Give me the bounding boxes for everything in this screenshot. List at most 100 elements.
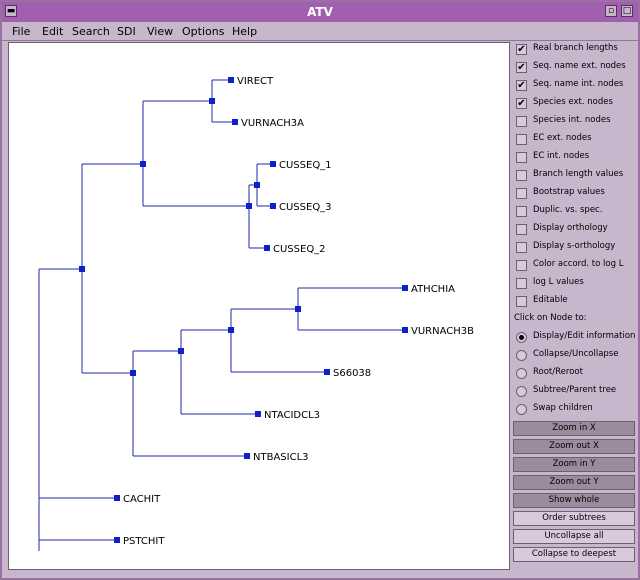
menu-bar: File Edit Search SDI View Options Help	[2, 22, 638, 41]
option-label: log L values	[533, 277, 584, 287]
leaf-label[interactable]: S66038	[333, 368, 371, 379]
option-color-log-l[interactable]: Color accord. to log L	[516, 258, 638, 274]
option-branch-length-values[interactable]: Branch length values	[516, 168, 638, 184]
option-label: Branch length values	[533, 169, 624, 179]
option-label: Real branch lengths	[533, 43, 618, 53]
tree-node	[140, 161, 146, 167]
leaf-label[interactable]: VIRECT	[237, 76, 274, 87]
option-label: EC int. nodes	[533, 151, 590, 161]
zoom-in-x-button[interactable]: Zoom in X	[513, 421, 635, 436]
checkbox[interactable]: ✔	[516, 44, 527, 55]
menu-view[interactable]: View	[147, 25, 174, 38]
option-duplic-vs-spec[interactable]: Duplic. vs. spec.	[516, 204, 638, 220]
radio-button[interactable]	[516, 332, 527, 343]
action-subtree-parent[interactable]: Subtree/Parent tree	[516, 384, 638, 400]
option-label: Species ext. nodes	[533, 97, 613, 107]
menu-sdi[interactable]: SDI	[117, 25, 136, 38]
leaf-label[interactable]: PSTCHIT	[123, 536, 165, 547]
leaf-label[interactable]: CUSSEQ_3	[279, 202, 332, 213]
control-panel: ✔ Real branch lengths ✔Seq. name ext. nod…	[512, 42, 636, 572]
title-bar[interactable]: ▬ ATV ▫ □	[2, 2, 638, 22]
tree-node	[178, 348, 184, 354]
action-label: Display/Edit information	[533, 331, 636, 341]
checkbox[interactable]	[516, 188, 527, 199]
option-real-branch-lengths[interactable]: ✔ Real branch lengths	[516, 42, 638, 58]
zoom-in-y-button[interactable]: Zoom in Y	[513, 457, 635, 472]
option-log-l-values[interactable]: log L values	[516, 276, 638, 292]
checkbox[interactable]	[516, 224, 527, 235]
action-display-edit[interactable]: Display/Edit information	[516, 330, 638, 346]
option-display-s-orthology[interactable]: Display s-orthology	[516, 240, 638, 256]
leaf-label[interactable]: CACHIT	[123, 494, 161, 505]
leaf-label[interactable]: CUSSEQ_2	[273, 244, 326, 255]
phylogenetic-tree[interactable]: VIRECT VURNACH3A CUSSEQ_1 CUSSEQ_3 CUSSE…	[9, 43, 509, 569]
leaf-node	[324, 369, 330, 375]
collapse-to-deepest-button[interactable]: Collapse to deepest	[513, 547, 635, 562]
checkbox[interactable]	[516, 260, 527, 271]
menu-search[interactable]: Search	[72, 25, 110, 38]
show-whole-button[interactable]: Show whole	[513, 493, 635, 508]
leaf-label[interactable]: VURNACH3B	[411, 326, 474, 337]
tree-node	[254, 182, 260, 188]
option-species-int-nodes[interactable]: Species int. nodes	[516, 114, 638, 130]
radio-button[interactable]	[516, 404, 527, 415]
radio-button[interactable]	[516, 386, 527, 397]
order-subtrees-button[interactable]: Order subtrees	[513, 511, 635, 526]
option-label: EC ext. nodes	[533, 133, 592, 143]
option-bootstrap-values[interactable]: Bootstrap values	[516, 186, 638, 202]
checkbox[interactable]	[516, 206, 527, 217]
option-species-ext-nodes[interactable]: ✔ Species ext. nodes	[516, 96, 638, 112]
radio-button[interactable]	[516, 368, 527, 379]
option-ec-ext-nodes[interactable]: EC ext. nodes	[516, 132, 638, 148]
menu-help[interactable]: Help	[232, 25, 258, 38]
uncollapse-all-button[interactable]: Uncollapse all	[513, 529, 635, 544]
menu-file[interactable]: File	[12, 25, 31, 38]
option-seq-name-int-nodes[interactable]: ✔Seq. name int. nodes	[516, 78, 638, 94]
checkbox[interactable]: ✔	[516, 98, 527, 109]
menu-edit[interactable]: Edit	[42, 25, 64, 38]
menu-options[interactable]: Options	[182, 25, 225, 38]
action-label: Subtree/Parent tree	[533, 385, 617, 395]
action-swap-children[interactable]: Swap children	[516, 402, 638, 418]
option-label: Species int. nodes	[533, 115, 611, 125]
tree-node	[209, 98, 215, 104]
minimize-icon[interactable]: ▫	[605, 5, 617, 17]
checkbox[interactable]	[516, 152, 527, 163]
checkbox[interactable]: ✔	[516, 80, 527, 91]
window-title: ATV	[307, 5, 333, 19]
option-editable[interactable]: Editable	[516, 294, 638, 310]
checkbox[interactable]	[516, 242, 527, 253]
leaf-node	[402, 285, 408, 291]
leaf-label[interactable]: NTACIDCL3	[264, 410, 320, 421]
checkbox[interactable]	[516, 296, 527, 307]
tree-node	[246, 203, 252, 209]
action-label: Swap children	[533, 403, 593, 413]
option-label: Bootstrap values	[533, 187, 605, 197]
leaf-label[interactable]: ATHCHIA	[411, 284, 455, 295]
leaf-label[interactable]: VURNACH3A	[241, 118, 304, 129]
checkbox[interactable]	[516, 170, 527, 181]
leaf-node	[228, 77, 234, 83]
option-seq-name-ext-nodes[interactable]: ✔Seq. name ext. nodes	[516, 60, 638, 76]
checkbox[interactable]	[516, 278, 527, 289]
zoom-out-x-button[interactable]: Zoom out X	[513, 439, 635, 454]
action-collapse-uncollapse[interactable]: Collapse/Uncollapse	[516, 348, 638, 364]
radio-button[interactable]	[516, 350, 527, 361]
zoom-out-y-button[interactable]: Zoom out Y	[513, 475, 635, 490]
checkbox[interactable]	[516, 134, 527, 145]
leaf-label[interactable]: CUSSEQ_1	[279, 160, 332, 171]
option-label: Display orthology	[533, 223, 608, 233]
leaf-label[interactable]: NTBASICL3	[253, 452, 309, 463]
action-label: Root/Reroot	[533, 367, 583, 377]
checkbox[interactable]: ✔	[516, 62, 527, 73]
window-menu-icon[interactable]: ▬	[5, 5, 17, 17]
action-root-reroot[interactable]: Root/Reroot	[516, 366, 638, 382]
option-label: Color accord. to log L	[533, 259, 624, 269]
maximize-icon[interactable]: □	[621, 5, 633, 17]
tree-canvas[interactable]: VIRECT VURNACH3A CUSSEQ_1 CUSSEQ_3 CUSSE…	[8, 42, 510, 570]
checkbox[interactable]	[516, 116, 527, 127]
option-display-orthology[interactable]: Display orthology	[516, 222, 638, 238]
tree-node	[130, 370, 136, 376]
option-ec-int-nodes[interactable]: EC int. nodes	[516, 150, 638, 166]
